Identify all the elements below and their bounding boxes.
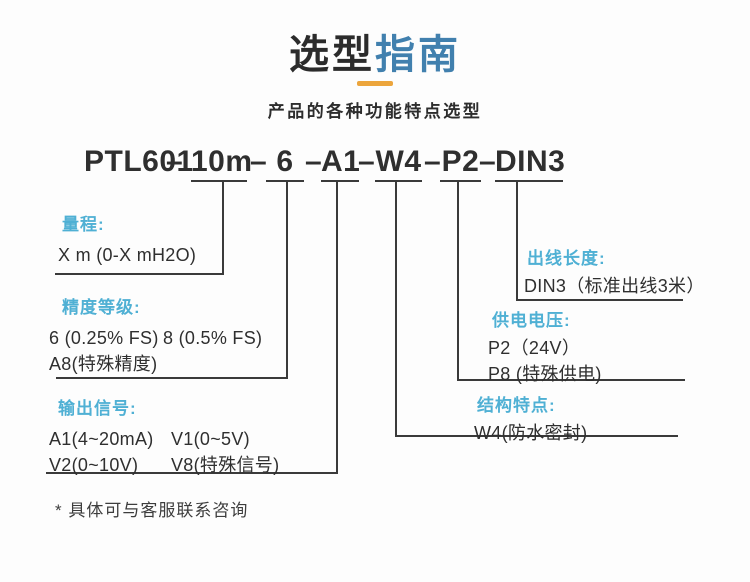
callout-output-option-3: V2(0~10V) bbox=[49, 455, 139, 475]
model-segment-cable: DIN3 bbox=[495, 145, 565, 182]
callout-structure-label: 结构特点: bbox=[477, 396, 556, 415]
model-segment-output: A1 bbox=[321, 145, 360, 182]
callout-range: 量程: X m (0-X mH2O) bbox=[58, 210, 196, 268]
callout-accuracy-option-1: 6 (0.25% FS) bbox=[49, 328, 159, 348]
page-title: 选型指南 bbox=[0, 22, 750, 80]
connector-output-horizontal bbox=[46, 472, 338, 474]
model-segment-power: P2 bbox=[440, 145, 481, 182]
model-separator: – bbox=[424, 145, 442, 178]
callout-cable: 出线长度: DIN3（标准出线3米） bbox=[524, 244, 705, 299]
connector-accuracy-vertical bbox=[286, 181, 288, 379]
callout-output-row-2: V2(0~10V) V8(特殊信号) bbox=[49, 452, 279, 478]
model-separator: – bbox=[479, 145, 497, 178]
callout-range-label: 量程: bbox=[62, 215, 105, 234]
connector-cable-horizontal bbox=[516, 299, 683, 301]
callout-accuracy-option-3: A8(特殊精度) bbox=[49, 354, 158, 374]
callout-structure-value: W4(防水密封) bbox=[474, 423, 588, 443]
model-separator: – bbox=[358, 145, 376, 178]
callout-cable-label: 出线长度: bbox=[527, 249, 606, 268]
page-subtitle: 产品的各种功能特点选型 bbox=[267, 102, 483, 121]
page-title-primary: 选型 bbox=[289, 33, 375, 77]
callout-power-option-1: P2（24V） bbox=[488, 338, 581, 358]
connector-accuracy-horizontal bbox=[56, 377, 288, 379]
callout-output-option-1: A1(4~20mA) bbox=[49, 429, 154, 449]
callout-accuracy-row: 6 (0.25% FS) 8 (0.5% FS) bbox=[49, 325, 262, 351]
callout-power-label: 供电电压: bbox=[492, 311, 571, 330]
connector-structure-vertical bbox=[395, 181, 397, 437]
model-separator: – bbox=[305, 145, 323, 178]
callout-power-option-2: P8 (特殊供电) bbox=[488, 364, 602, 384]
callout-output-option-2: V1(0~5V) bbox=[171, 429, 250, 449]
model-separator: – bbox=[166, 145, 184, 178]
title-underline-bar bbox=[357, 81, 393, 86]
callout-output-label: 输出信号: bbox=[58, 399, 137, 418]
callout-range-value: X m (0-X mH2O) bbox=[58, 245, 197, 265]
callout-accuracy: 精度等级: 6 (0.25% FS) 8 (0.5% FS) A8(特殊精度) bbox=[49, 293, 262, 377]
connector-range-vertical bbox=[222, 181, 224, 275]
callout-accuracy-label: 精度等级: bbox=[62, 298, 141, 317]
model-segment-structure: W4 bbox=[375, 145, 422, 182]
model-segment-range: 10m bbox=[191, 145, 252, 182]
model-separator: – bbox=[250, 145, 268, 178]
connector-cable-vertical bbox=[516, 181, 518, 301]
callout-cable-value: DIN3（标准出线3米） bbox=[524, 276, 705, 296]
page-title-accent: 指南 bbox=[375, 33, 461, 77]
callout-power: 供电电压: P2（24V） P8 (特殊供电) bbox=[488, 306, 602, 387]
footnote: * 具体可与客服联系咨询 bbox=[55, 501, 249, 520]
connector-range-horizontal bbox=[55, 273, 224, 275]
callout-output: 输出信号: A1(4~20mA) V1(0~5V) V2(0~10V) V8(特… bbox=[49, 394, 279, 478]
model-segment-accuracy: 6 bbox=[266, 145, 304, 182]
connector-output-vertical bbox=[336, 181, 338, 474]
callout-output-option-4: V8(特殊信号) bbox=[171, 455, 280, 475]
callout-accuracy-option-2: 8 (0.5% FS) bbox=[163, 328, 263, 348]
callout-output-row-1: A1(4~20mA) V1(0~5V) bbox=[49, 426, 279, 452]
connector-structure-horizontal bbox=[395, 435, 678, 437]
connector-power-vertical bbox=[457, 181, 459, 381]
connector-power-horizontal bbox=[457, 379, 685, 381]
model-prefix: PTL601 bbox=[84, 145, 194, 178]
callout-structure: 结构特点: W4(防水密封) bbox=[474, 391, 587, 446]
